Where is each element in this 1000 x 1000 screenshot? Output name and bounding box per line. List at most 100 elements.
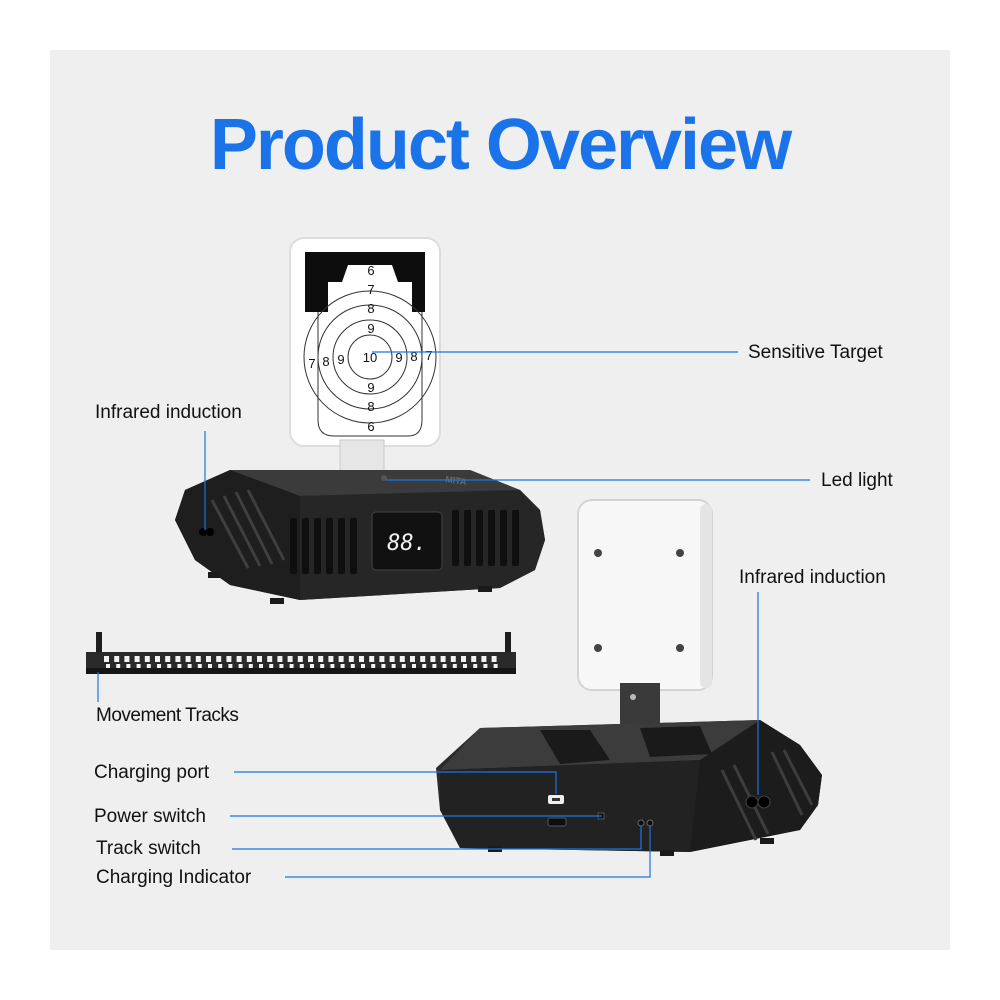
movement-track [86, 632, 516, 674]
track-tooth [361, 664, 365, 668]
track-tooth [136, 664, 141, 668]
track-tooth [246, 656, 252, 662]
track-tooth [389, 656, 395, 662]
target-ring-number: 7 [308, 356, 315, 371]
target-base-rear [436, 720, 822, 856]
track-tooth [369, 656, 375, 662]
track-tooth [401, 664, 406, 668]
track-tooth [410, 656, 415, 662]
target-mount-bracket [620, 683, 660, 729]
track-tooth [442, 664, 447, 668]
track-tooth [134, 656, 140, 662]
track-tooth [310, 664, 314, 668]
leader-line-track-switch [232, 826, 642, 850]
track-tooth [481, 656, 487, 662]
track-tooth [124, 656, 130, 662]
track-tooth [483, 664, 488, 668]
target-ring-number: 9 [395, 350, 402, 365]
track-tooth [461, 656, 466, 662]
track-tooth [289, 664, 294, 668]
track-tooth [257, 656, 262, 662]
track-tooth [177, 664, 182, 668]
label-sensitive-target: Sensitive Target [748, 342, 883, 363]
target-ring-number: 9 [337, 352, 344, 367]
track-tooth [216, 656, 222, 662]
track-tooth [144, 656, 150, 662]
track-tooth [320, 664, 325, 668]
track-tooth [297, 656, 303, 662]
target-ring-number: 6 [367, 419, 374, 434]
label-infrared-induction-right: Infrared induction [739, 567, 886, 588]
track-tooth [473, 664, 478, 668]
target-ring-number: 7 [425, 348, 432, 363]
track-tooth [430, 656, 436, 662]
track-tooth [340, 664, 345, 668]
track-tooth [116, 664, 121, 668]
track-tooth [195, 656, 201, 662]
track-tooth [165, 656, 171, 662]
track-tooth [126, 664, 131, 668]
label-charging-indicator: Charging Indicator [96, 867, 252, 888]
target-ring-number: 8 [322, 354, 329, 369]
track-tooth [248, 664, 253, 668]
target-ring-number: 9 [367, 321, 374, 336]
page-title: Product Overview [209, 105, 792, 185]
track-tooth [412, 664, 416, 668]
track-tooth [236, 656, 242, 662]
track-tooth [206, 656, 211, 662]
track-tooth [269, 664, 274, 668]
track-tooth [440, 656, 446, 662]
target-base-front: 88. MITA [175, 470, 545, 604]
track-tooth [197, 664, 202, 668]
track-tooth [157, 664, 161, 668]
track-tooth [379, 656, 385, 662]
track-tooth [167, 664, 172, 668]
leader-line-charging-port [234, 771, 557, 794]
track-tooth [208, 664, 212, 668]
track-tooth [399, 656, 405, 662]
track-tooth [463, 664, 467, 668]
track-tooth [371, 664, 376, 668]
track-tooth [228, 664, 233, 668]
track-tooth [338, 656, 344, 662]
track-tooth [450, 656, 456, 662]
target-board-back [577, 499, 713, 691]
track-tooth [238, 664, 243, 668]
target-board: 6 7 8 9 10 9 8 6 7 8 9 9 8 7 [289, 237, 441, 447]
track-tooth [267, 656, 273, 662]
track-tooth [185, 656, 191, 662]
track-tooth [226, 656, 232, 662]
track-tooth [318, 656, 324, 662]
target-ring-number: 8 [410, 349, 417, 364]
target-ring-number: 8 [367, 399, 374, 414]
track-tooth [391, 664, 396, 668]
target-ring-number: 10 [363, 350, 377, 365]
label-charging-port: Charging port [94, 762, 210, 783]
track-tooth [218, 664, 223, 668]
track-tooth [187, 664, 192, 668]
track-tooth [308, 656, 313, 662]
track-tooth [299, 664, 304, 668]
track-tooth [104, 656, 109, 662]
track-tooth [155, 656, 160, 662]
target-ring-number: 7 [367, 282, 374, 297]
track-tooth [432, 664, 437, 668]
track-tooth [277, 656, 283, 662]
track-tooth [359, 656, 364, 662]
track-tooth [422, 664, 427, 668]
track-tooth [471, 656, 477, 662]
label-power-switch: Power switch [94, 806, 206, 827]
label-infrared-induction-left: Infrared induction [95, 402, 242, 423]
track-tooth [350, 664, 355, 668]
track-tooth [146, 664, 151, 668]
track-tooth [175, 656, 181, 662]
track-tooth [328, 656, 334, 662]
led-light-indicator [381, 475, 387, 481]
label-led-light: Led light [821, 470, 893, 491]
track-tooth [259, 664, 263, 668]
track-tooth [491, 656, 497, 662]
track-tooth [452, 664, 457, 668]
digital-score-display: 88. [387, 531, 427, 556]
